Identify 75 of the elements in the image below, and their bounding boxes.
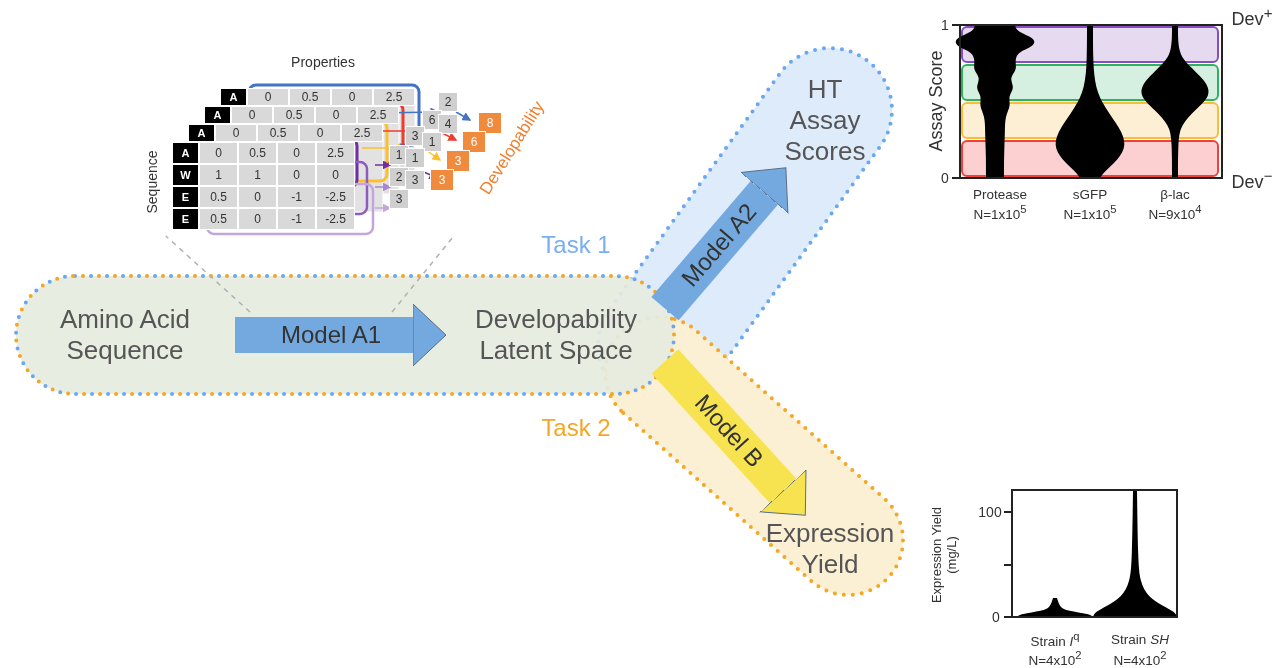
- score-square: 4: [438, 114, 458, 134]
- axis-end-label: Dev$^{−}$: [1231, 167, 1273, 193]
- category-label: β-lac: [1160, 187, 1190, 203]
- matrix-cell: 0.5: [257, 124, 299, 142]
- matrix-cell: 0: [331, 88, 373, 106]
- matrix-cell: -1: [277, 208, 316, 230]
- matrix-cell: 0: [277, 164, 316, 186]
- axis-end-label: Dev$^{+}$: [1231, 4, 1273, 30]
- tick-label: 0: [992, 608, 1000, 626]
- node-label: HT Assay Scores: [783, 74, 867, 167]
- matrix-cell: -1: [277, 186, 316, 208]
- matrix-cell: 2.5: [316, 142, 355, 164]
- sample-size: N=4x10$^{2}$: [1028, 649, 1082, 668]
- score-square: 1: [405, 148, 425, 168]
- matrix-cell: 1: [238, 164, 277, 186]
- dashed-guide-line: [165, 235, 251, 313]
- matrix-cell: 0: [277, 142, 316, 164]
- matrix-cell: 0: [315, 106, 357, 124]
- matrix-cell: 1: [199, 164, 238, 186]
- tick-label: 0: [941, 169, 949, 187]
- tick-label: 100: [978, 503, 1002, 521]
- matrix-cell: 2.5: [341, 124, 383, 142]
- sequence-letter: W: [172, 164, 199, 186]
- score-square: 3: [446, 150, 470, 172]
- score-square: 3: [405, 126, 425, 146]
- sequence-letter: A: [188, 124, 215, 142]
- matrix-cell: -2.5: [316, 208, 355, 230]
- node-label: Expression Yield: [764, 518, 896, 580]
- block-arrow: [235, 303, 447, 367]
- matrix-cell: 2.5: [357, 106, 399, 124]
- sequence-letter: E: [172, 186, 199, 208]
- task-label: Task 2: [541, 414, 611, 442]
- axis-label: Properties: [291, 53, 355, 71]
- sample-size: N=4x10$^{2}$: [1113, 649, 1167, 668]
- matrix-cell: 0: [238, 208, 277, 230]
- sample-size: N=1x10$^{5}$: [973, 203, 1027, 223]
- score-square: 1: [422, 132, 442, 152]
- category-label: Strain SH: [1111, 632, 1169, 648]
- matrix-cell: 0.5: [273, 106, 315, 124]
- sequence-letter: A: [220, 88, 247, 106]
- category-label: sGFP: [1072, 187, 1108, 203]
- matrix-cell: 0: [316, 164, 355, 186]
- edge-label: Model A1: [279, 321, 383, 349]
- tick-label: 1: [941, 16, 949, 34]
- sample-size: N=9x10$^{4}$: [1148, 203, 1202, 223]
- score-square: 2: [438, 92, 458, 112]
- axis-title: Assay Score: [925, 50, 947, 152]
- sequence-letter: A: [172, 142, 199, 164]
- axis-title: Expression Yield (mg/L): [930, 505, 960, 606]
- task-label: Task 1: [541, 231, 611, 259]
- node-label: Developability Latent Space: [474, 304, 638, 366]
- matrix-cell: 0: [247, 88, 289, 106]
- dashed-guide-line: [391, 235, 455, 313]
- matrix-cell: 0: [199, 142, 238, 164]
- axis-label: Sequence: [143, 150, 161, 214]
- matrix-cell: 0: [215, 124, 257, 142]
- sequence-letter: A: [204, 106, 231, 124]
- category-label: Protease: [973, 187, 1027, 203]
- matrix-cell: 0.5: [199, 208, 238, 230]
- score-square: 6: [462, 131, 486, 153]
- sequence-letter: E: [172, 208, 199, 230]
- matrix-cell: -2.5: [316, 186, 355, 208]
- matrix-cell: 0: [299, 124, 341, 142]
- score-square: 3: [405, 170, 425, 190]
- matrix-cell: 0.5: [199, 186, 238, 208]
- matrix-cell: 0: [238, 186, 277, 208]
- category-label: Strain I$^{q}$: [1030, 630, 1080, 650]
- matrix-cell: 0.5: [289, 88, 331, 106]
- node-label: Amino Acid Sequence: [58, 304, 192, 366]
- score-square: 3: [389, 189, 409, 209]
- matrix-cell: 0.5: [238, 142, 277, 164]
- matrix-cell: 0: [231, 106, 273, 124]
- sample-size: N=1x10$^{5}$: [1063, 203, 1117, 223]
- matrix-cell: 2.5: [373, 88, 415, 106]
- score-square: 3: [430, 169, 454, 191]
